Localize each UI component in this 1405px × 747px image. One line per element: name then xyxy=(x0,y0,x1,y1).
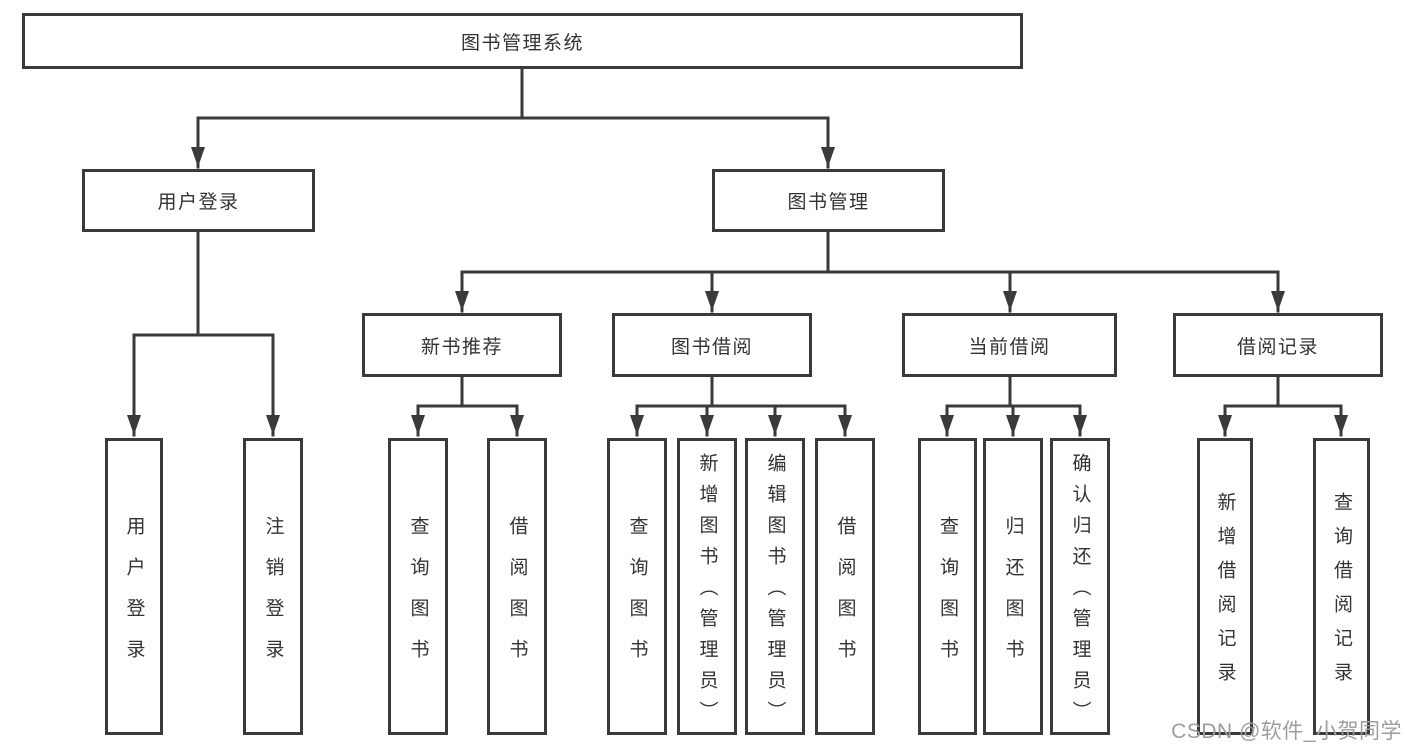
node-user-login-branch: 用户登录 xyxy=(82,169,315,232)
watermark: CSDN @软件_小贺同学 xyxy=(1171,720,1402,743)
leaf-query-books-borrow: 查询图书 xyxy=(607,438,667,735)
leaf-user-login: 用户登录 xyxy=(105,438,163,735)
leaf-confirm-return-admin: 确认归还（管理员） xyxy=(1050,438,1110,735)
leaf-borrow-books: 借阅图书 xyxy=(815,438,875,735)
leaf-logout: 注销登录 xyxy=(243,438,303,735)
leaf-edit-books-admin: 编辑图书（管理员） xyxy=(745,438,805,735)
leaf-return-books: 归还图书 xyxy=(983,438,1043,735)
leaf-query-borrow-record: 查询借阅记录 xyxy=(1313,438,1370,735)
node-new-book-recommend: 新书推荐 xyxy=(362,313,562,377)
node-book-borrow: 图书借阅 xyxy=(612,313,812,377)
node-root-system: 图书管理系统 xyxy=(22,13,1023,69)
leaf-query-books-current: 查询图书 xyxy=(918,438,977,735)
leaf-borrow-books-recommend: 借阅图书 xyxy=(487,438,547,735)
leaf-query-books-recommend: 查询图书 xyxy=(388,438,448,735)
node-book-management-branch: 图书管理 xyxy=(712,169,945,232)
leaf-add-books-admin: 新增图书（管理员） xyxy=(677,438,737,735)
leaf-add-borrow-record: 新增借阅记录 xyxy=(1197,438,1253,735)
node-borrow-records: 借阅记录 xyxy=(1173,313,1383,377)
node-current-borrow: 当前借阅 xyxy=(902,313,1117,377)
